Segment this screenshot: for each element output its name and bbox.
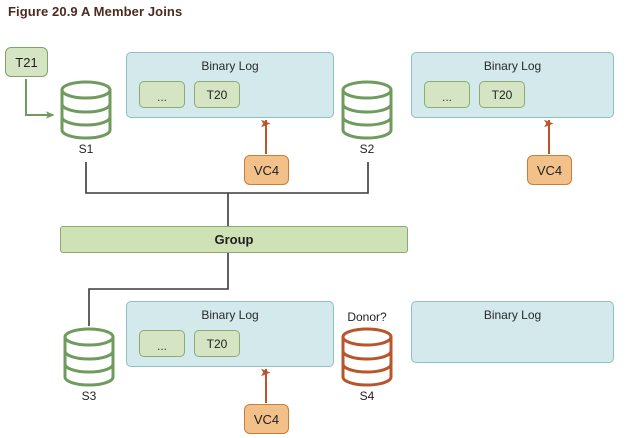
- binary-log-title: Binary Log: [483, 59, 542, 73]
- donor-question-label: Donor?: [347, 310, 387, 324]
- server-cylinder-s4[interactable]: Donor? S4: [341, 310, 393, 403]
- wire-t21-to-s1: [25, 79, 55, 119]
- server-label-s2: S2: [359, 142, 375, 156]
- certifier-vc4-s1[interactable]: VC4: [244, 155, 289, 185]
- binary-log-s1[interactable]: Binary Log ... T20: [126, 52, 334, 118]
- server-cylinder-s2[interactable]: S2: [341, 80, 393, 156]
- server-label-s1: S1: [78, 142, 94, 156]
- binary-log-title: Binary Log: [201, 308, 259, 322]
- binary-log-entries: ... T20: [139, 330, 240, 357]
- binlog-entry[interactable]: ...: [139, 330, 185, 357]
- binary-log-entries: ... T20: [424, 81, 525, 108]
- binary-log-s2[interactable]: Binary Log ... T20: [411, 52, 614, 118]
- database-cylinder-icon: [63, 327, 115, 387]
- binary-log-title: Binary Log: [483, 308, 542, 322]
- binlog-entry[interactable]: ...: [139, 81, 185, 108]
- database-cylinder-icon: [341, 80, 393, 140]
- binary-log-entries: ... T20: [139, 81, 240, 108]
- server-label-s4: S4: [359, 389, 375, 403]
- binlog-entry[interactable]: ...: [424, 81, 470, 108]
- binary-log-title: Binary Log: [201, 59, 259, 73]
- wire-s1-to-group: [85, 162, 228, 194]
- binlog-entry[interactable]: T20: [479, 81, 525, 108]
- certifier-vc4-s2[interactable]: VC4: [527, 155, 572, 185]
- binlog-entry[interactable]: T20: [194, 330, 240, 357]
- binary-log-s4[interactable]: Binary Log: [411, 301, 614, 363]
- figure-title: Figure 20.9 A Member Joins: [8, 4, 183, 19]
- database-cylinder-icon: [60, 80, 112, 140]
- incoming-transaction-t21[interactable]: T21: [5, 47, 48, 77]
- binlog-entry[interactable]: T20: [194, 81, 240, 108]
- server-cylinder-s1[interactable]: S1: [60, 80, 112, 156]
- group-bar[interactable]: Group: [60, 226, 408, 253]
- server-cylinder-s3[interactable]: S3: [63, 327, 115, 403]
- binary-log-s3[interactable]: Binary Log ... T20: [126, 301, 334, 367]
- server-label-s3: S3: [81, 389, 97, 403]
- certifier-vc4-s3[interactable]: VC4: [244, 404, 289, 434]
- database-cylinder-icon: [341, 327, 393, 387]
